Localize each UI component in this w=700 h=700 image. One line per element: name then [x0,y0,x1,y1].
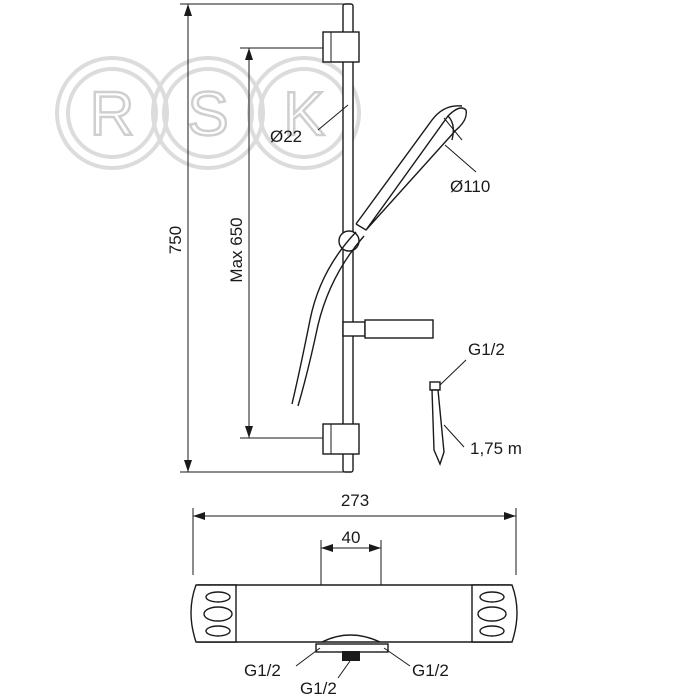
handle-grip-detail [205,591,231,603]
head-detail [443,117,463,141]
bottom-wall-bracket [322,423,360,455]
leader-inlet-left [295,647,321,667]
temperature-handle [190,584,237,643]
hose-connector-nut [429,381,441,391]
leader-hose-connection [439,359,467,386]
handle-grip-detail [477,606,507,622]
arrow-head-right-40 [369,544,381,552]
shower-hose-inner [297,235,365,407]
arrow-head-up [184,4,192,16]
thermostatic-mixer: 273 40 G1/2 G1/2 G1/2 [190,491,518,698]
hose-detail-body [431,389,445,466]
shower-rail-set: 750 Max 650 Ø22 Ø110 [166,3,522,473]
arrow-head-down-650 [245,426,253,438]
leader-hose-length [443,424,465,448]
handle-grip-detail [203,606,233,622]
head-diameter-label: Ø110 [450,177,490,196]
arrow-head-left-40 [321,544,333,552]
arrow-head-left-273 [193,512,205,520]
rsk-watermark-logo: R S K [55,56,361,170]
outlet-thread [342,651,360,661]
handle-grip-detail [479,591,505,603]
outlet-dome [321,634,381,643]
watermark-letter-s: S [187,80,228,149]
arrow-head-right-273 [504,512,516,520]
dimension-750-label: 750 [166,226,185,254]
hose-connection-label: G1/2 [468,340,505,359]
dimension-max-650-label: Max 650 [227,217,246,282]
inlet-right-label: G1/2 [412,661,449,680]
watermark-letter-k: K [283,80,324,149]
hose-detail: G1/2 1,75 m [429,340,522,466]
outlet-flange [315,643,389,653]
hand-shower-body [355,107,467,231]
arrow-head-up-650 [245,48,253,60]
soap-dish [364,319,434,339]
leader-inlet-right [383,647,411,667]
hand-shower [355,105,467,231]
hand-shower-head-face [447,115,455,141]
mixer-width-label: 273 [341,491,369,510]
outlet-bottom-label: G1/2 [300,679,337,698]
outlet-spacing-label: 40 [342,528,361,547]
leader-rail-diameter [317,104,349,131]
leader-head-diameter [444,144,477,173]
top-wall-bracket [322,31,360,63]
hose-length-label: 1,75 m [470,439,522,458]
arrow-head-down [184,460,192,472]
inlet-left-label: G1/2 [244,661,281,680]
flow-handle [471,584,518,643]
shower-hose-outer [291,231,357,405]
rail-diameter-label: Ø22 [270,127,302,146]
mixer-body [193,584,515,643]
watermark-letter-r: R [90,80,135,149]
leader-outlet-bottom [337,660,351,679]
hand-shower-edge [355,105,463,225]
handle-grip-detail [479,625,505,637]
handle-grip-detail [205,625,231,637]
soap-dish-holder [342,321,366,337]
